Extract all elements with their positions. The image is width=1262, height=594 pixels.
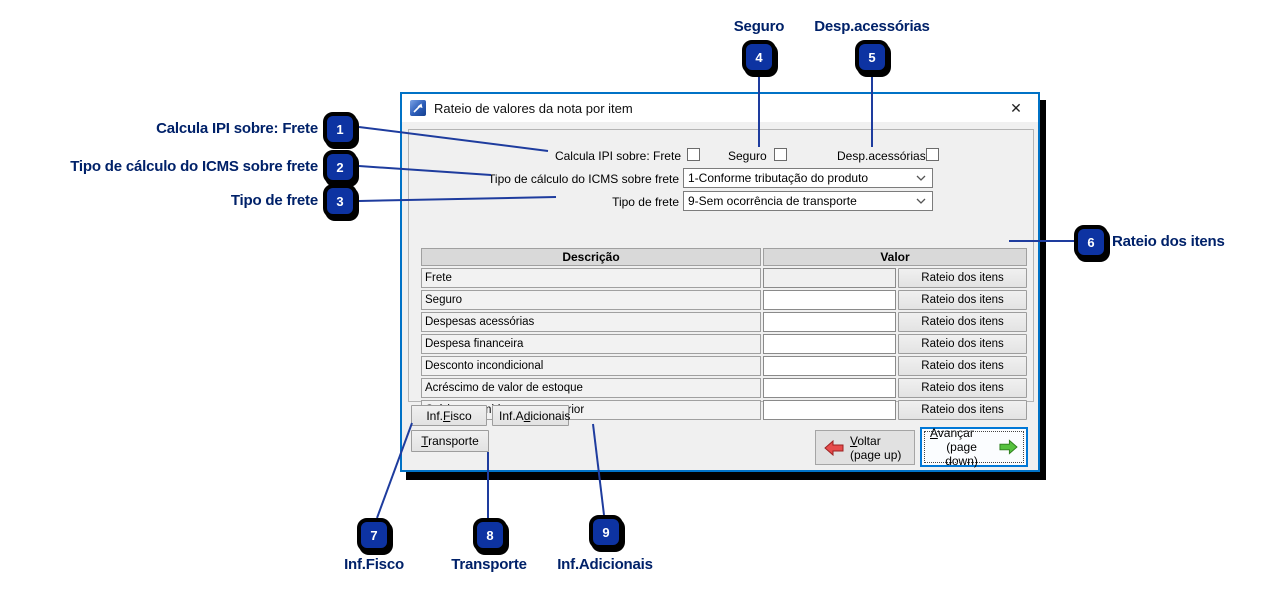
row-description: Despesas acessórias xyxy=(421,312,761,332)
voltar-sublabel: (page up) xyxy=(850,447,902,462)
callout-badge-2: 2 xyxy=(323,150,357,184)
close-button[interactable]: ✕ xyxy=(1004,97,1028,119)
callout-label-6: Rateio dos itens xyxy=(1112,233,1225,250)
frete-select-label: Tipo de frete xyxy=(612,195,679,209)
callout-badge-5: 5 xyxy=(855,40,889,74)
rateio-dos-itens-button[interactable]: Rateio dos itens xyxy=(898,378,1027,398)
row-description: Desconto incondicional xyxy=(421,356,761,376)
rateio-dos-itens-button[interactable]: Rateio dos itens xyxy=(898,312,1027,332)
icms-select-value: 1-Conforme tributação do produto xyxy=(688,171,869,185)
title-bar: Rateio de valores da nota por item ✕ xyxy=(402,94,1038,122)
callout-badge-1: 1 xyxy=(323,112,357,146)
window-icon xyxy=(410,100,426,116)
rateio-dos-itens-button[interactable]: Rateio dos itens xyxy=(898,334,1027,354)
chevron-down-icon xyxy=(910,175,932,181)
table-row: Acréscimo de valor de estoque Rateio dos… xyxy=(421,378,1027,398)
avancar-button[interactable]: Avançar (page down) xyxy=(920,426,1028,468)
row-description: Frete xyxy=(421,268,761,288)
back-arrow-icon xyxy=(824,439,844,456)
close-icon: ✕ xyxy=(1010,99,1022,116)
callout-badge-9: 9 xyxy=(589,515,623,549)
checkbox-desp-acessorias[interactable] xyxy=(926,148,939,161)
checkbox-seguro[interactable] xyxy=(774,148,787,161)
value-input[interactable] xyxy=(763,268,896,288)
column-header-descricao: Descrição xyxy=(421,248,761,266)
frete-select[interactable]: 9-Sem ocorrência de transporte xyxy=(683,191,933,211)
callout-label-5: Desp.acessórias xyxy=(814,18,930,35)
icms-select-label: Tipo de cálculo do ICMS sobre frete xyxy=(488,172,679,186)
table-row: Despesas acessórias Rateio dos itens xyxy=(421,312,1027,332)
row-description: Seguro xyxy=(421,290,761,310)
frete-select-value: 9-Sem ocorrência de transporte xyxy=(688,194,857,208)
checkbox-label-seguro: Seguro xyxy=(728,149,767,163)
values-table: Descrição Valor Frete Rateio dos itens S… xyxy=(421,248,1027,422)
table-row: Despesa financeira Rateio dos itens xyxy=(421,334,1027,354)
value-input[interactable] xyxy=(763,312,896,332)
value-input[interactable] xyxy=(763,400,896,420)
row-description: Acréscimo de valor de estoque xyxy=(421,378,761,398)
inf-fisco-button[interactable]: Inf.Fisco xyxy=(411,405,487,426)
table-header: Descrição Valor xyxy=(421,248,1027,266)
inf-adicionais-button[interactable]: Inf.Adicionais xyxy=(492,405,570,426)
voltar-label: Voltar xyxy=(850,433,881,448)
value-input[interactable] xyxy=(763,334,896,354)
forward-arrow-icon xyxy=(999,439,1018,455)
table-row: Seguro Rateio dos itens xyxy=(421,290,1027,310)
chevron-down-icon xyxy=(910,198,932,204)
callout-badge-7: 7 xyxy=(357,518,391,552)
value-input[interactable] xyxy=(763,356,896,376)
voltar-button[interactable]: Voltar (page up) xyxy=(815,430,915,465)
rateio-dos-itens-button[interactable]: Rateio dos itens xyxy=(898,268,1027,288)
callout-label-4: Seguro xyxy=(733,18,785,35)
row-description: Despesa financeira xyxy=(421,334,761,354)
rateio-dos-itens-button[interactable]: Rateio dos itens xyxy=(898,356,1027,376)
callout-badge-3: 3 xyxy=(323,184,357,218)
dialog-rateio-valores: Rateio de valores da nota por item ✕ Cal… xyxy=(400,92,1040,472)
column-header-valor: Valor xyxy=(763,248,1027,266)
checkbox-ipi-frete[interactable] xyxy=(687,148,700,161)
rateio-dos-itens-button[interactable]: Rateio dos itens xyxy=(898,290,1027,310)
callout-label-8: Transporte xyxy=(451,556,527,573)
rateio-dos-itens-button[interactable]: Rateio dos itens xyxy=(898,400,1027,420)
value-input[interactable] xyxy=(763,378,896,398)
icms-select[interactable]: 1-Conforme tributação do produto xyxy=(683,168,933,188)
callout-label-2: Tipo de cálculo do ICMS sobre frete xyxy=(70,158,318,175)
checkbox-label-ipi-frete: Calcula IPI sobre: Frete xyxy=(554,149,681,163)
callout-badge-8: 8 xyxy=(473,518,507,552)
callout-label-9: Inf.Adicionais xyxy=(557,556,653,573)
callout-label-1: Calcula IPI sobre: Frete xyxy=(156,120,318,137)
transporte-button[interactable]: Transporte xyxy=(411,430,489,452)
window-title: Rateio de valores da nota por item xyxy=(434,100,633,116)
table-row: Frete Rateio dos itens xyxy=(421,268,1027,288)
table-row: Desconto incondicional Rateio dos itens xyxy=(421,356,1027,376)
checkbox-label-desp-acessorias: Desp.acessórias xyxy=(837,149,926,163)
callout-badge-6: 6 xyxy=(1074,225,1108,259)
value-input[interactable] xyxy=(763,290,896,310)
callout-label-3: Tipo de frete xyxy=(230,192,318,209)
form-panel: Calcula IPI sobre: Frete Seguro Desp.ace… xyxy=(408,129,1034,420)
callout-badge-4: 4 xyxy=(742,40,776,74)
avancar-sublabel: (page down) xyxy=(945,440,978,468)
callout-label-7: Inf.Fisco xyxy=(344,556,404,573)
avancar-label: Avançar xyxy=(930,426,974,440)
